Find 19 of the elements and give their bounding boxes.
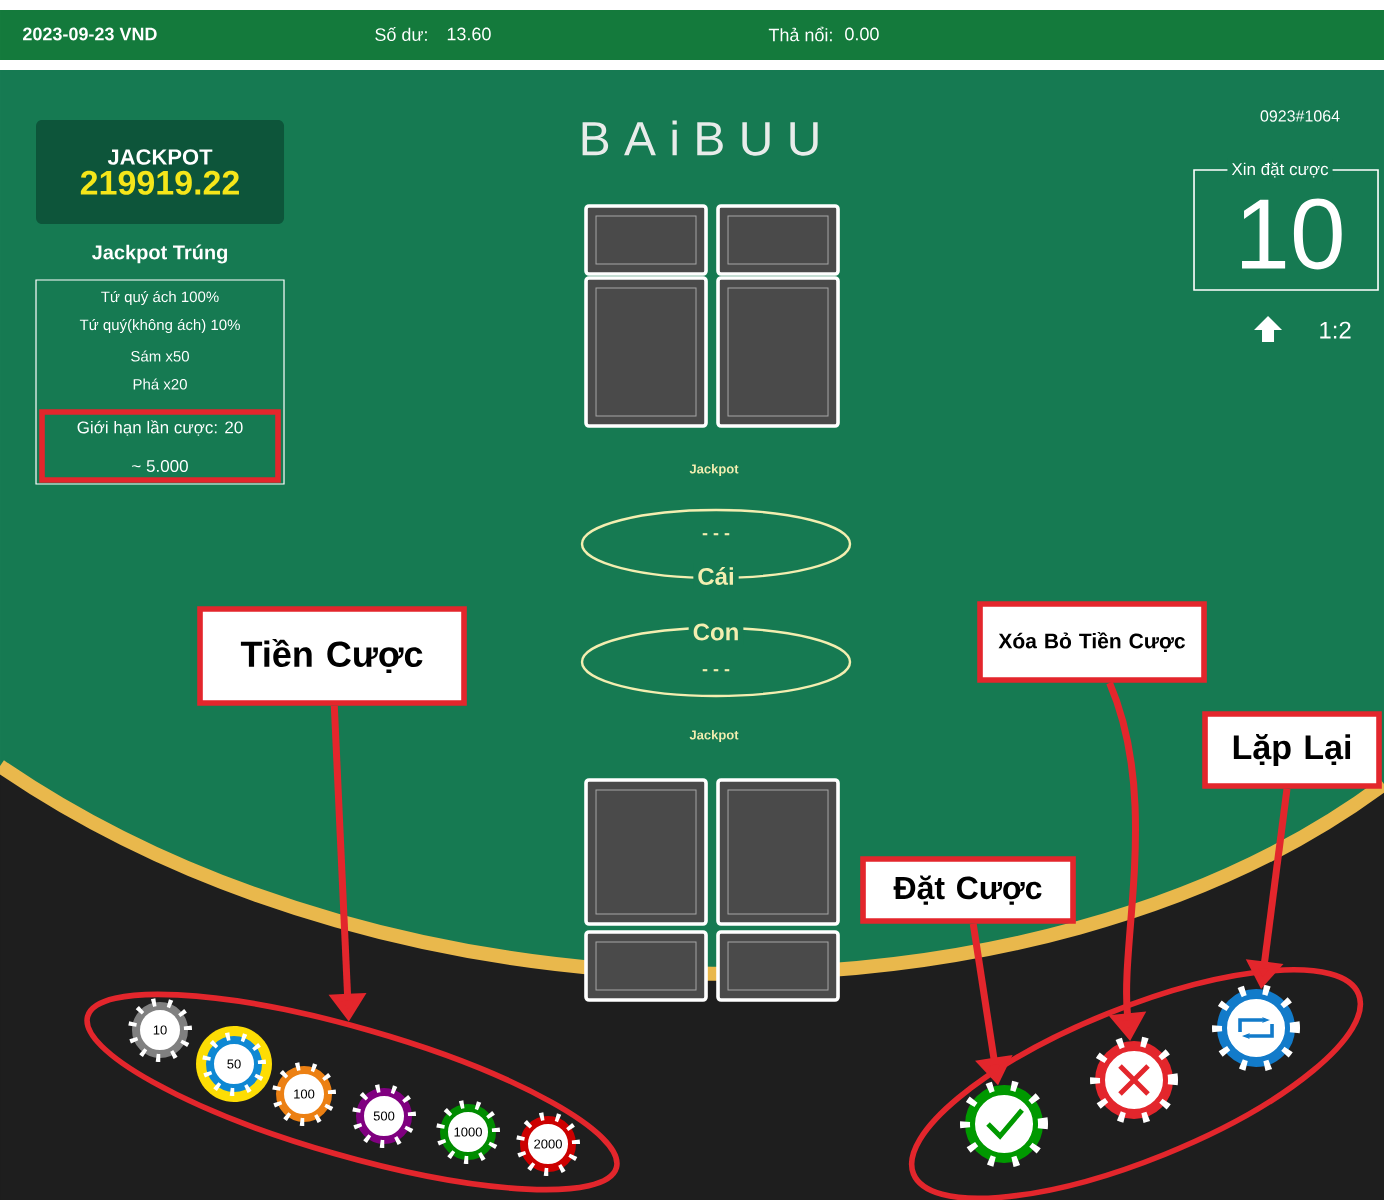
callout-box: Xóa Bỏ Tiền Cược [977, 601, 1207, 683]
highlight-box: Giới hạn lần cược: 20 ~ 5.000 [39, 409, 281, 483]
callout-box: Đặt Cược [860, 856, 1076, 924]
chip-button [960, 1080, 1048, 1168]
label-text: 1:2 [1320, 321, 1351, 339]
label-text: 2023-09-23 VND [23, 27, 157, 41]
countdown-box: Xin đặt cược 10 [1193, 158, 1379, 291]
callout-box: Tiền Cược [197, 606, 467, 706]
chip-button [1090, 1036, 1178, 1124]
node-label: Jackpot Trúng [91, 244, 228, 264]
label-text: 13.60 [447, 27, 491, 41]
title: B A i B U U [582, 120, 818, 156]
jackpot-panel: JACKPOT 219919.22 [36, 120, 284, 224]
label-text: 0.00 [845, 27, 879, 41]
label-text: Thả nổi: [768, 26, 832, 42]
label-text: 0923#1064 [1260, 110, 1340, 122]
chip-button [1212, 984, 1300, 1072]
callout-box: Lặp Lại [1202, 711, 1382, 789]
label-text: Số dư: [375, 27, 427, 41]
